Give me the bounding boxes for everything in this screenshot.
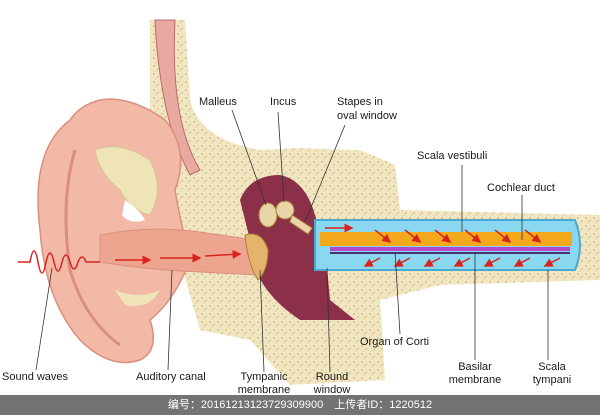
incus-shape	[275, 200, 295, 220]
label-tympanic-line2: membrane	[237, 384, 291, 396]
label-round-window-line1: Round	[315, 371, 349, 383]
label-scala-vestibuli: Scala vestibuli	[417, 150, 488, 162]
malleus-shape	[258, 202, 278, 228]
label-cochlear-duct: Cochlear duct	[487, 182, 555, 194]
leader-lines	[35, 109, 549, 373]
basilar-membrane-band	[330, 247, 570, 251]
label-auditory-canal: Auditory canal	[136, 371, 206, 383]
label-scala-tympani-line1: Scala	[538, 361, 566, 373]
label-stapes-line2: oval window	[337, 110, 397, 122]
label-stapes-line1: Stapes in	[337, 96, 383, 108]
watermark-bar: 编号：20161213123729309900 上传者ID：1220512	[0, 395, 600, 415]
cochlea-duct-line	[330, 252, 570, 254]
upper-canal	[154, 19, 201, 176]
cochlea-arrows	[325, 223, 561, 267]
label-organ-of-corti: Organ of Corti	[360, 336, 430, 348]
tympanic-membrane-shape	[244, 233, 269, 281]
label-incus: Incus	[270, 96, 297, 108]
stapes-shape	[289, 214, 313, 235]
label-round-window-line2: window	[313, 384, 351, 396]
watermark-id: 编号：20161213123729309900	[167, 399, 324, 411]
label-malleus: Malleus	[199, 96, 237, 108]
label-basilar-line1: Basilar	[458, 361, 492, 373]
watermark-uploader: 上传者ID：1220512	[334, 399, 433, 411]
label-scala-tympani-line2: tympani	[532, 374, 572, 386]
temporal-bone	[150, 20, 600, 385]
label-sound-waves: Sound waves	[2, 371, 69, 383]
label-tympanic-line1: Tympanic	[240, 371, 288, 383]
canal-arrows	[115, 249, 242, 265]
label-basilar-line2: membrane	[448, 374, 502, 386]
pinna-cartilage	[94, 146, 158, 216]
sound-wave	[18, 250, 100, 274]
